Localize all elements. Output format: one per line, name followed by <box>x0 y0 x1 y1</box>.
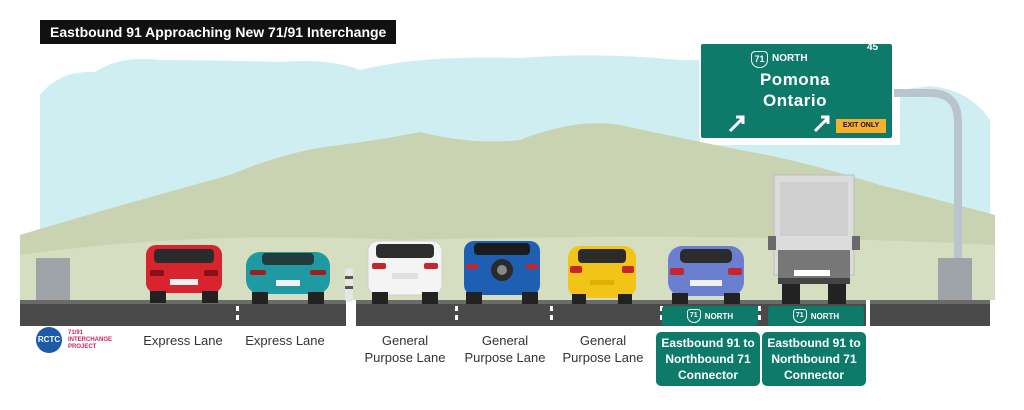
lane-label-general-2: General Purpose Lane <box>464 333 546 365</box>
route-shield-icon: 71 <box>792 309 807 323</box>
lane-tag-direction: NORTH <box>704 311 734 321</box>
exit-only-badge: EXIT ONLY <box>836 119 886 133</box>
connector-lane-tag: 71 NORTH <box>662 306 758 326</box>
page-title: Eastbound 91 Approaching New 71/91 Inter… <box>40 20 397 44</box>
car-teal-coupe <box>246 252 330 304</box>
highway-sign-panel <box>699 42 894 140</box>
exit-arrow-icon <box>813 115 830 133</box>
logo-line-2: INTERCHANGE <box>68 336 113 343</box>
route-shield-icon: 71 <box>751 50 768 68</box>
car-blue-suv <box>464 241 540 304</box>
sign-route-direction: NORTH <box>772 53 808 64</box>
exit-arrow-icon <box>728 115 745 133</box>
logo-text: 71/91 INTERCHANGE PROJECT <box>68 330 112 351</box>
car-white-suv <box>367 240 443 304</box>
lane-label-express-2: Express Lane <box>245 333 325 348</box>
sign-city-1: Pomona <box>759 70 831 89</box>
connector-lane-tag: 71 NORTH <box>768 306 864 326</box>
lane-label-express-1: Express Lane <box>143 333 223 348</box>
road-edge <box>20 300 990 304</box>
sign-city-2: Ontario <box>763 91 827 110</box>
lane-label-connector-2: Eastbound 91 to Northbound 71 Connector <box>762 332 866 386</box>
sign-mile-marker: 45 <box>867 42 879 53</box>
logo-line-1: 71/91 <box>68 329 84 336</box>
lane-label-general-1: General Purpose Lane <box>364 333 446 365</box>
logo-line-3: PROJECT <box>68 343 97 350</box>
lane-tag-direction: NORTH <box>810 311 840 321</box>
sign-route-row: 71 NORTH <box>747 49 813 69</box>
delineator-post <box>345 268 353 302</box>
gantry-pole <box>892 89 962 262</box>
box-truck <box>768 174 860 304</box>
project-logo: RCTC 71/91 INTERCHANGE PROJECT <box>36 327 112 353</box>
car-red-sedan <box>146 245 222 303</box>
hills <box>20 123 995 275</box>
rctc-logo-mark: RCTC <box>36 327 62 353</box>
lane-markings <box>236 300 870 326</box>
lane-label-connector-1: Eastbound 91 to Northbound 71 Connector <box>656 332 760 386</box>
car-yellow-hatchback <box>568 246 636 304</box>
lane-label-general-3: General Purpose Lane <box>562 333 644 365</box>
route-shield-icon: 71 <box>686 309 701 323</box>
car-periwinkle-hatchback <box>668 246 744 304</box>
